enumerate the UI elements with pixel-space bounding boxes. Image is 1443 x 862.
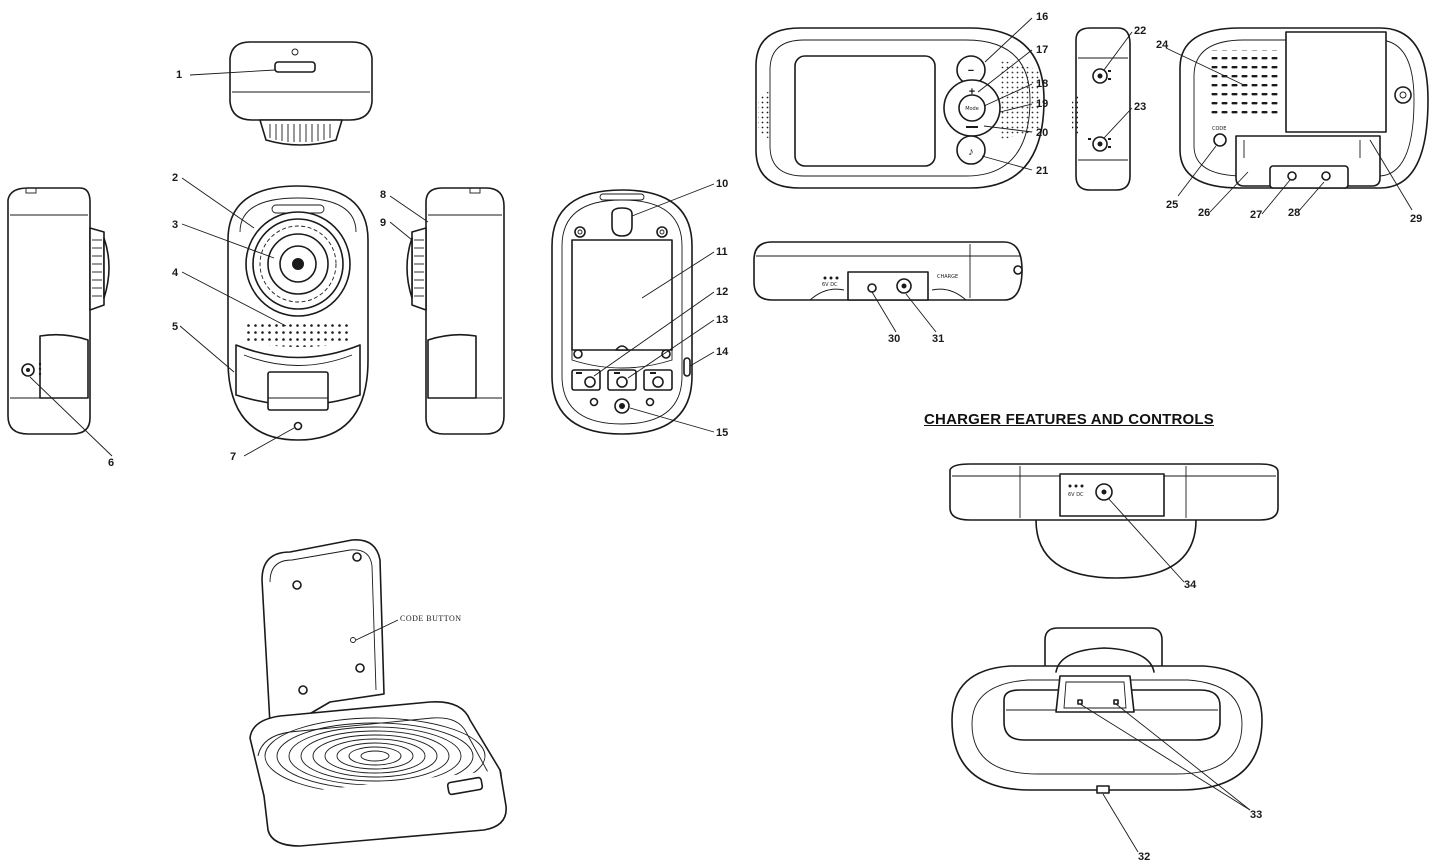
callout-3: 3	[172, 219, 178, 231]
callout-34: 34	[1184, 579, 1197, 591]
callout-12: 12	[716, 286, 728, 298]
callout-33: 33	[1250, 809, 1262, 821]
charging-contact-right	[1113, 699, 1119, 705]
charger-side-view: 6V DC	[949, 463, 1279, 579]
focus-ring	[411, 227, 427, 311]
callout-numbers: 1 2 3 4 5 6 7 8 9 10 11 12 13 14 15 16 1…	[108, 11, 1422, 862]
callout-28: 28	[1288, 207, 1300, 219]
charger-section-heading: CHARGER FEATURES AND CONTROLS	[924, 411, 1214, 428]
wall-mount-hole	[611, 207, 633, 237]
callout-32: 32	[1138, 851, 1150, 862]
charger-cradle-slot	[1055, 675, 1135, 713]
code-button-label: CODE BUTTON	[400, 614, 462, 623]
camera-top-view	[229, 41, 373, 146]
monitor-side-view	[1072, 27, 1131, 191]
code-button	[350, 637, 356, 643]
callout-15: 15	[716, 427, 728, 439]
camera-front-view	[227, 185, 369, 441]
callout-20: 20	[1036, 127, 1048, 139]
svg-text:6V DC: 6V DC	[1068, 492, 1084, 498]
callout-9: 9	[380, 217, 386, 229]
callout-7: 7	[230, 451, 236, 463]
camera-back-view	[551, 189, 693, 435]
lens-center	[292, 258, 304, 270]
callout-30: 30	[888, 333, 900, 345]
plus-symbol: +	[969, 86, 975, 98]
svg-text:6V DC: 6V DC	[822, 282, 838, 288]
side-slot	[683, 357, 691, 377]
callout-4: 4	[172, 267, 179, 279]
callout-27: 27	[1250, 209, 1262, 221]
charger-front-view	[951, 627, 1263, 794]
callout-5: 5	[172, 321, 178, 333]
callout-14: 14	[716, 346, 729, 358]
callout-8: 8	[380, 189, 386, 201]
charger-pad-open-view: CODE BUTTON	[249, 539, 507, 847]
callout-22: 22	[1134, 25, 1146, 37]
switch-middle	[616, 376, 628, 388]
switch-left	[584, 376, 596, 388]
callout-29: 29	[1410, 213, 1422, 225]
callout-13: 13	[716, 314, 728, 326]
callout-16: 16	[1036, 11, 1048, 23]
callout-25: 25	[1166, 199, 1178, 211]
callout-26: 26	[1198, 207, 1210, 219]
battery-cover	[571, 239, 673, 351]
speaker-slots	[1210, 50, 1280, 120]
camera-left-side-view	[7, 187, 110, 435]
lens-ring-top	[259, 119, 343, 146]
callout-2: 2	[172, 172, 178, 184]
bottom-connector-bay	[847, 271, 929, 301]
music-button	[956, 135, 986, 165]
callout-leaders	[29, 17, 1413, 853]
callout-11: 11	[716, 246, 728, 258]
mode-symbol: Mode	[965, 106, 979, 112]
switch-right	[652, 376, 664, 388]
battery-door	[1285, 31, 1387, 133]
monitor-front-view: − Mode + ♪	[755, 27, 1045, 189]
callout-21: 21	[1036, 165, 1048, 177]
minus-symbol: −	[968, 65, 974, 77]
callout-23: 23	[1134, 101, 1146, 113]
charging-contact-left	[1077, 699, 1083, 705]
monitor-back-view: CODE	[1179, 27, 1429, 189]
callout-31: 31	[932, 333, 944, 345]
charging-coil	[264, 717, 486, 795]
speaker-grille	[245, 320, 352, 347]
callout-1: 1	[176, 69, 182, 81]
reset-button	[1213, 133, 1227, 147]
mode-button	[958, 94, 986, 122]
microphone-hole	[293, 421, 303, 431]
camera-right-side-view	[406, 187, 505, 435]
callout-24: 24	[1156, 39, 1169, 51]
svg-text:CODE: CODE	[1212, 126, 1226, 132]
bottom-contact-left	[867, 283, 877, 293]
music-symbol: ♪	[968, 146, 974, 158]
monitor-bottom-view: 6V DC CHARGE	[753, 241, 1023, 301]
svg-text:CHARGE: CHARGE	[937, 274, 958, 280]
monitor-screen	[794, 55, 936, 167]
callout-19: 19	[1036, 98, 1048, 110]
callout-6: 6	[108, 457, 114, 469]
callout-10: 10	[716, 178, 728, 190]
callout-18: 18	[1036, 78, 1048, 90]
power-button	[274, 61, 316, 73]
callout-17: 17	[1036, 44, 1048, 56]
charger-indicator	[1096, 785, 1110, 794]
